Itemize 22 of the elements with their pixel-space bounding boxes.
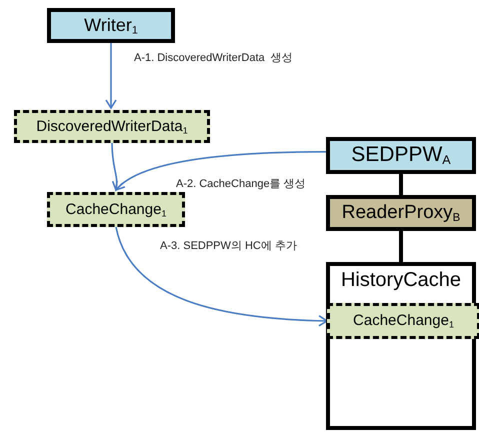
entity-box [326,137,476,174]
arrow [111,142,123,191]
node-label: CacheChange$_{1}$ [66,200,166,218]
arrow [115,151,326,191]
dashed-data-box [47,192,185,227]
node-label: HistoryCache [340,269,462,292]
entity-box [326,195,476,231]
arrow [115,226,328,327]
edge-label: A-2. CacheChange를 생성 [176,178,306,192]
node-label: ReaderProxy$_{B}$ [342,202,460,224]
dashed-data-box [327,303,479,339]
node-label: SEDPPW$_{A}$ [351,143,451,168]
edge-label: A-3. SEDPPW의 HC에 추가 [160,240,297,254]
entity-box [47,8,175,43]
node-label: CacheChange$_{1}$ [353,312,454,330]
edge-label: A-1. DiscoveredWriterData 생성 [134,52,293,66]
cache-container [326,262,476,430]
dashed-data-box [14,110,210,143]
node-label: DiscoveredWriterData$_{1}$ [36,118,188,136]
connector-line [399,231,403,262]
arrow [105,43,117,109]
node-label: Writer$_{1}$ [84,14,138,36]
